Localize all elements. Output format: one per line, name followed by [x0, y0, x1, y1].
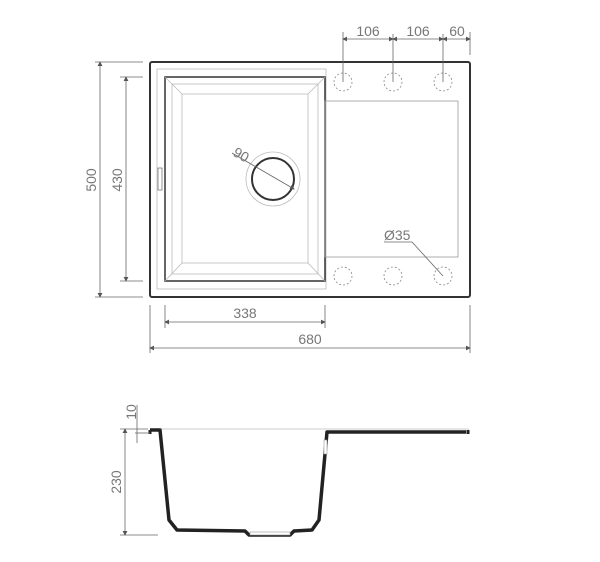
tap-hole [333, 266, 353, 286]
drain-inner [251, 157, 295, 201]
tap-hole-diameter-label: Ø35 [384, 227, 411, 243]
section-view: 10 230 [108, 404, 470, 537]
tap-hole [433, 266, 453, 286]
sink-outline [149, 61, 471, 298]
bowl-depth-label: 430 [109, 168, 125, 192]
hole-spacing-label: 106 [406, 23, 430, 39]
drain-outer [245, 151, 301, 207]
tap-hole [333, 72, 353, 92]
tap-hole [383, 266, 403, 286]
height-dimensions [120, 405, 158, 536]
total-width-label: 680 [298, 331, 322, 347]
drain-outlet [249, 531, 291, 536]
bowl-height-label: 230 [108, 470, 124, 494]
overflow-slot [157, 167, 163, 191]
bowl-rim-outline [156, 68, 327, 290]
sink-profile [150, 428, 466, 537]
bowl-outline [164, 76, 326, 282]
hole-spacing-dimensions [342, 32, 471, 82]
depth-dimensions [95, 61, 143, 298]
drainboard-outline [324, 100, 459, 258]
overflow-outlet [323, 439, 328, 455]
bowl-inner [171, 83, 319, 275]
drain-diameter-label: 90 [231, 144, 253, 166]
total-depth-label: 500 [83, 168, 99, 192]
tap-holes [333, 72, 453, 286]
drain-dim-line [231, 152, 295, 190]
width-dimensions [149, 305, 471, 353]
top-view: 90 Ø35 106 106 60 [83, 23, 471, 353]
hole-spacing-label: 106 [356, 23, 380, 39]
tap-hole [383, 72, 403, 92]
bowl-floor [181, 93, 309, 264]
rim-thickness-label: 10 [123, 404, 139, 420]
hole-edge-label: 60 [449, 23, 465, 39]
bowl-width-label: 338 [233, 305, 257, 321]
tap-hole [433, 72, 453, 92]
bowl-corner-lines [164, 76, 326, 282]
